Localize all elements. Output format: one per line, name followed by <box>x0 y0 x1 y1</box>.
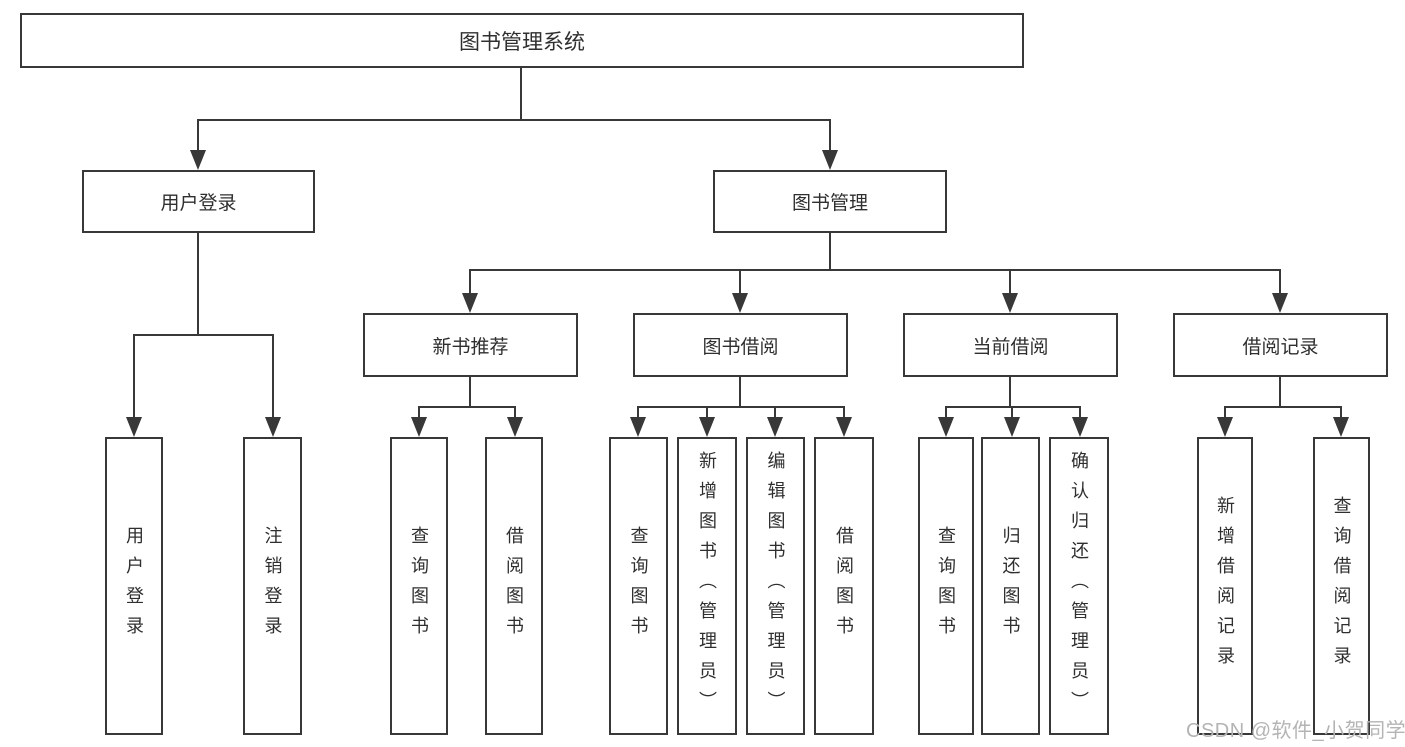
connector-rail-level3 <box>469 269 1281 271</box>
arrow-down-icon <box>126 334 142 437</box>
connector-stem-borrow-records <box>1279 377 1281 408</box>
arrow-down-icon <box>462 269 478 313</box>
connector-rail-book-borrow <box>637 406 845 408</box>
node-new-book-recommend: 新书推荐 <box>363 313 578 377</box>
leaf-query-books-recommend: 查询图书 <box>390 437 448 735</box>
leaf-add-borrow-record: 新增借阅记录 <box>1197 437 1253 735</box>
arrow-down-icon <box>1217 406 1233 437</box>
node-current-borrow: 当前借阅 <box>903 313 1118 377</box>
connector-stem-book-management <box>829 233 831 271</box>
leaf-borrow-books: 借阅图书 <box>814 437 874 735</box>
connector-stem-user-login <box>197 233 199 336</box>
leaf-return-books: 归还图书 <box>981 437 1040 735</box>
node-borrow-records: 借阅记录 <box>1173 313 1388 377</box>
connector-stem-book-borrow <box>739 377 741 408</box>
leaf-borrow-books-recommend: 借阅图书 <box>485 437 543 735</box>
node-book-management: 图书管理 <box>713 170 947 233</box>
leaf-query-borrow-record: 查询借阅记录 <box>1313 437 1370 735</box>
leaf-edit-books-admin: 编辑图书（管理员） <box>746 437 805 735</box>
connector-rail-borrow-records <box>1224 406 1342 408</box>
connector-rail-new-book-recommend <box>418 406 516 408</box>
watermark: CSDN @软件_小贺同学 <box>1186 720 1405 742</box>
node-user-login: 用户登录 <box>82 170 315 233</box>
arrow-down-icon <box>1333 406 1349 437</box>
arrow-down-icon <box>411 406 427 437</box>
node-book-management-label: 图书管理 <box>791 193 868 214</box>
leaf-query-books-borrow: 查询图书 <box>609 437 668 735</box>
node-user-login-label: 用户登录 <box>160 193 237 214</box>
arrow-down-icon <box>699 406 715 437</box>
connector-stem-new-book-recommend <box>469 377 471 408</box>
node-root-label: 图书管理系统 <box>459 30 585 54</box>
leaf-logout-login: 注销登录 <box>243 437 302 735</box>
arrow-down-icon <box>630 406 646 437</box>
arrow-down-icon <box>265 334 281 437</box>
arrow-down-icon <box>836 406 852 437</box>
node-book-borrow: 图书借阅 <box>633 313 848 377</box>
arrow-down-icon <box>822 119 838 170</box>
leaf-query-books-current: 查询图书 <box>918 437 974 735</box>
node-current-borrow-label: 当前借阅 <box>972 336 1049 358</box>
connector-rail-user-login <box>133 334 274 336</box>
arrow-down-icon <box>938 406 954 437</box>
connector-rail-level2 <box>197 119 831 121</box>
node-root: 图书管理系统 <box>20 13 1024 68</box>
arrow-down-icon <box>1004 406 1020 437</box>
leaf-user-login: 用户登录 <box>105 437 163 735</box>
connector-rail-current-borrow <box>945 406 1081 408</box>
arrow-down-icon <box>1002 269 1018 313</box>
arrow-down-icon <box>767 406 783 437</box>
leaf-add-books-admin: 新增图书（管理员） <box>677 437 737 735</box>
arrow-down-icon <box>1072 406 1088 437</box>
node-new-book-recommend-label: 新书推荐 <box>432 336 509 358</box>
arrow-down-icon <box>1272 269 1288 313</box>
leaf-confirm-return-admin: 确认归还（管理员） <box>1049 437 1109 735</box>
arrow-down-icon <box>507 406 523 437</box>
arrow-down-icon <box>190 119 206 170</box>
connector-stem-root <box>520 68 522 121</box>
connector-stem-current-borrow <box>1009 377 1011 408</box>
arrow-down-icon <box>732 269 748 313</box>
node-borrow-records-label: 借阅记录 <box>1242 336 1319 358</box>
node-book-borrow-label: 图书借阅 <box>702 336 779 358</box>
